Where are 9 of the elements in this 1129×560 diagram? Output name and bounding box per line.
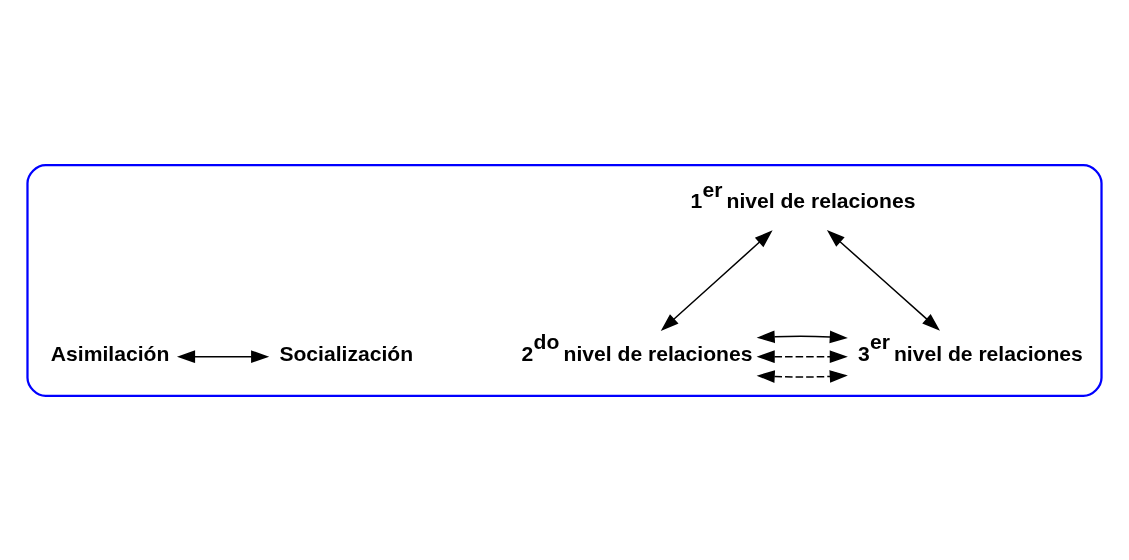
cluster xyxy=(26,163,1103,397)
arrow xyxy=(660,229,773,331)
arrow xyxy=(177,349,270,363)
arrow xyxy=(826,229,940,331)
arrow xyxy=(756,349,848,363)
node-text: Asimilación xyxy=(50,341,170,365)
arrow xyxy=(756,369,848,383)
arrow xyxy=(756,329,848,343)
node-text: Socialización xyxy=(279,341,414,365)
